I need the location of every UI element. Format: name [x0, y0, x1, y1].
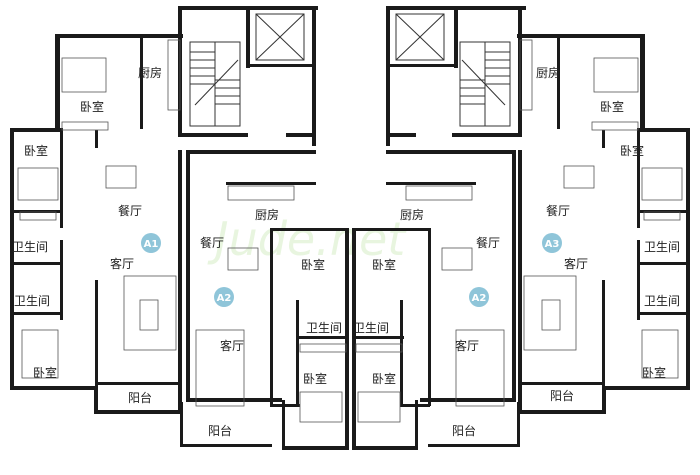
label-bathroom-a1-1: 卫生间	[12, 240, 48, 254]
label-bedroom-a1-north: 卧室	[80, 99, 104, 114]
label-kitchen-a3: 厨房	[536, 65, 560, 80]
unit-badge-a2-right: A2	[469, 287, 489, 307]
unit-badge-a2-right-text: A2	[472, 293, 487, 304]
watermark-logo: Jude.net	[207, 212, 407, 266]
label-kitchen-a2-left: 厨房	[255, 207, 279, 222]
label-dining-a1: 餐厅	[118, 203, 142, 218]
label-bathroom-a2-right: 卫生间	[353, 321, 389, 335]
label-bedroom-a3-north: 卧室	[600, 99, 624, 114]
label-living-a1: 客厅	[110, 256, 134, 271]
unit-badge-a1: A1	[141, 233, 161, 253]
stair-right	[459, 41, 511, 127]
label-kitchen-a1: 厨房	[138, 65, 162, 80]
label-bedroom-a2-right-south: 卧室	[372, 371, 396, 386]
label-bathroom-a1-2: 卫生间	[14, 294, 50, 308]
label-bedroom-a1-south: 卧室	[33, 365, 57, 380]
label-balcony-a2-right: 阳台	[452, 423, 476, 438]
label-bathroom-a3-1: 卫生间	[644, 240, 680, 254]
label-dining-a2-left: 餐厅	[200, 235, 224, 250]
label-dining-a3: 餐厅	[546, 203, 570, 218]
unit-badge-a3-text: A3	[545, 239, 560, 250]
label-bedroom-a2-right: 卧室	[372, 257, 396, 272]
label-balcony-a1: 阳台	[128, 390, 152, 405]
label-balcony-a3: 阳台	[550, 388, 574, 403]
label-bathroom-a3-2: 卫生间	[644, 294, 680, 308]
label-bathroom-a2-left: 卫生间	[306, 321, 342, 335]
label-dining-a2-right: 餐厅	[476, 235, 500, 250]
unit-badge-a2-left: A2	[214, 287, 234, 307]
label-kitchen-a2-right: 厨房	[400, 207, 424, 222]
label-balcony-a2-left: 阳台	[208, 423, 232, 438]
furniture	[17, 39, 683, 423]
unit-badge-a1-text: A1	[144, 239, 159, 250]
label-bedroom-a2-left: 卧室	[301, 257, 325, 272]
unit-badge-a3: A3	[542, 233, 562, 253]
room-labels: 厨房 卧室 卧室 餐厅 卫生间 客厅 卫生间 卧室 阳台 厨房 餐厅 卧室 卫生…	[12, 65, 680, 438]
label-bedroom-a2-left-south: 卧室	[303, 371, 327, 386]
elevator-right	[395, 13, 445, 61]
label-bedroom-a1-west: 卧室	[24, 143, 48, 158]
label-living-a2-right: 客厅	[455, 338, 479, 353]
label-living-a2-left: 客厅	[220, 338, 244, 353]
elevator-left	[255, 13, 305, 61]
label-living-a3: 客厅	[564, 256, 588, 271]
label-bedroom-a3-east: 卧室	[620, 143, 644, 158]
stair-left	[189, 41, 241, 127]
label-bedroom-a3-south: 卧室	[642, 365, 666, 380]
unit-badge-a2-left-text: A2	[217, 293, 232, 304]
